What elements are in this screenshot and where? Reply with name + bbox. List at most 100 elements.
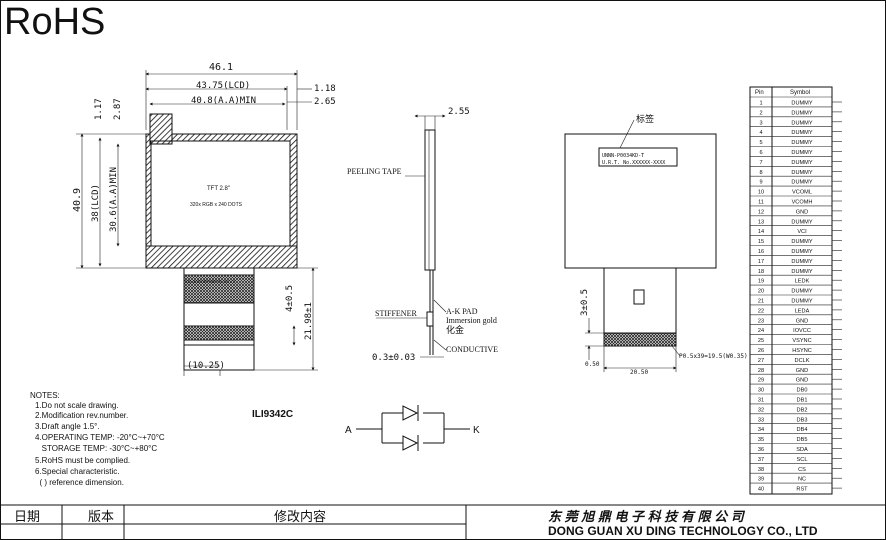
label-stiffener: STIFFENER (375, 309, 417, 318)
pin-number: 36 (758, 447, 764, 453)
dim-aa-width: 40.8(A.A)MIN (191, 96, 256, 106)
note-line: 5.RoHS must be complied. (35, 456, 130, 465)
active-area (150, 140, 291, 247)
title-block: 日期 版本 修改内容 东 莞 旭 鼎 电 子 科 技 有 限 公 司 DONG … (0, 504, 886, 540)
title-content: 修改内容 (274, 509, 326, 524)
pin-symbol: DUMMY (791, 110, 812, 116)
pin-number: 19 (758, 279, 764, 285)
pin-symbol: SCL (797, 457, 808, 463)
note-line: STORAGE TEMP: -30°C~+80°C (35, 444, 157, 453)
pin-header: Pin (755, 90, 764, 96)
notes-title: NOTES: (30, 391, 60, 400)
pin-number: 3 (759, 120, 762, 126)
pin-symbol: DB2 (797, 407, 808, 413)
sticker-line-2: U.R.T. No.XXXXXX-XXXX (602, 160, 665, 166)
pin-symbol: CS (798, 467, 806, 473)
driver-ic: ILI9342C (252, 409, 293, 420)
pin-number: 27 (758, 358, 764, 364)
bottom-hatch (145, 245, 298, 269)
company-name-en: DONG GUAN XU DING TECHNOLOGY CO., LTD (548, 524, 818, 538)
pin-number: 5 (759, 140, 762, 146)
pin-symbol: DUMMY (791, 269, 812, 275)
pin-number: 25 (758, 338, 764, 344)
pin-symbol: DUMMY (791, 170, 812, 176)
fpc-trace-block-2 (183, 325, 255, 341)
dim-overall-height: 40.9 (72, 188, 83, 212)
pin-number: 17 (758, 259, 764, 265)
pin-symbol: NC (798, 477, 806, 483)
pin-symbol: VSYNC (792, 338, 811, 344)
back-fpc-pins (603, 332, 677, 347)
pin-symbol: DUMMY (791, 101, 812, 107)
pin-number: 13 (758, 219, 764, 225)
diode-anode: A (345, 425, 352, 436)
diode-cathode: K (473, 425, 480, 436)
pin-symbol: DCLK (795, 358, 810, 364)
pin-symbol: DUMMY (791, 259, 812, 265)
pin-symbol: IOVCC (793, 328, 811, 334)
note-line: 3.Draft angle 1.5°. (35, 422, 100, 431)
pin-symbol: DB1 (797, 398, 808, 404)
dim-fpc-width: (10.25) (187, 361, 225, 371)
label-sticker-cn: 标签 (636, 113, 654, 124)
sticker-line-1: UNNN-P0034KD-T (602, 153, 644, 159)
pin-table-frame (749, 86, 833, 495)
company-name-cn: 东 莞 旭 鼎 电 子 科 技 有 限 公 司 (548, 509, 746, 524)
pin-number: 7 (759, 160, 762, 166)
pin-symbol: DUMMY (791, 180, 812, 186)
back-edge-dim: 0.50 (585, 361, 600, 368)
pin-number: 10 (758, 190, 764, 196)
pin-number: 35 (758, 437, 764, 443)
pin-symbol: GND (796, 368, 808, 374)
pin-number: 34 (758, 427, 764, 433)
back-fpc-tab (633, 289, 645, 305)
dim-overall-width: 46.1 (209, 62, 233, 73)
dim-lcd-width: 43.75(LCD) (196, 81, 250, 91)
pin-symbol: DUMMY (791, 140, 812, 146)
pin-symbol: DUMMY (791, 120, 812, 126)
pin-symbol: HSYNC (792, 348, 812, 354)
pin-number: 14 (758, 229, 764, 235)
pin-number: 39 (758, 477, 764, 483)
pin-symbol: DUMMY (791, 249, 812, 255)
pin-number: 16 (758, 249, 764, 255)
pin-number: 23 (758, 318, 764, 324)
title-date: 日期 (14, 509, 40, 524)
pin-number: 18 (758, 269, 764, 275)
note-line: 4.OPERATING TEMP: -20°C~+70°C (35, 433, 165, 442)
pin-symbol: SDA (796, 447, 808, 453)
dim-aa-height: 30.6(A.A)MIN (109, 167, 119, 232)
pin-symbol: VCOMH (792, 200, 813, 206)
pin-number: 31 (758, 398, 764, 404)
back-sticker (598, 147, 678, 167)
side-panel (424, 129, 436, 271)
label-gold-cn: 化金 (446, 324, 464, 335)
pin-number: 24 (758, 328, 764, 334)
side-tail-dim: 0.3±0.03 (372, 353, 415, 363)
pin-symbol: VCI (797, 229, 807, 235)
back-pin-spec: P0.5x39=19.5(W0.35) (679, 353, 748, 360)
pin-number: 9 (759, 180, 762, 186)
pin-number: 12 (758, 209, 764, 215)
dim-left-top-1: 1.17 (94, 98, 104, 120)
pin-symbol: DB5 (797, 437, 808, 443)
pin-symbol: DUMMY (791, 239, 812, 245)
note-line: ( ) reference dimension. (35, 478, 124, 487)
pin-number: 26 (758, 348, 764, 354)
screen-text-1: TFT 2.8" (207, 186, 230, 192)
dim-fpc-stub: 4±0.5 (285, 285, 295, 312)
pin-symbol: LEDA (795, 308, 810, 314)
pin-number: 28 (758, 368, 764, 374)
side-view: 2.55 PEELING TAPE STIFFENER A-K PAD Imme… (347, 107, 498, 363)
back-fpc-len: 3±0.5 (580, 289, 590, 316)
back-fpc-width: 20.50 (630, 369, 648, 376)
dim-right-gap: 2.65 (314, 97, 336, 107)
pin-symbol: DUMMY (791, 299, 812, 305)
back-view: UNNN-P0034KD-T U.R.T. No.XXXXXX-XXXX 标签 … (564, 113, 748, 376)
pin-number: 38 (758, 467, 764, 473)
pin-number: 6 (759, 150, 762, 156)
dim-lcd-height: 38(LCD) (91, 184, 101, 222)
pin-symbol: DUMMY (791, 219, 812, 225)
